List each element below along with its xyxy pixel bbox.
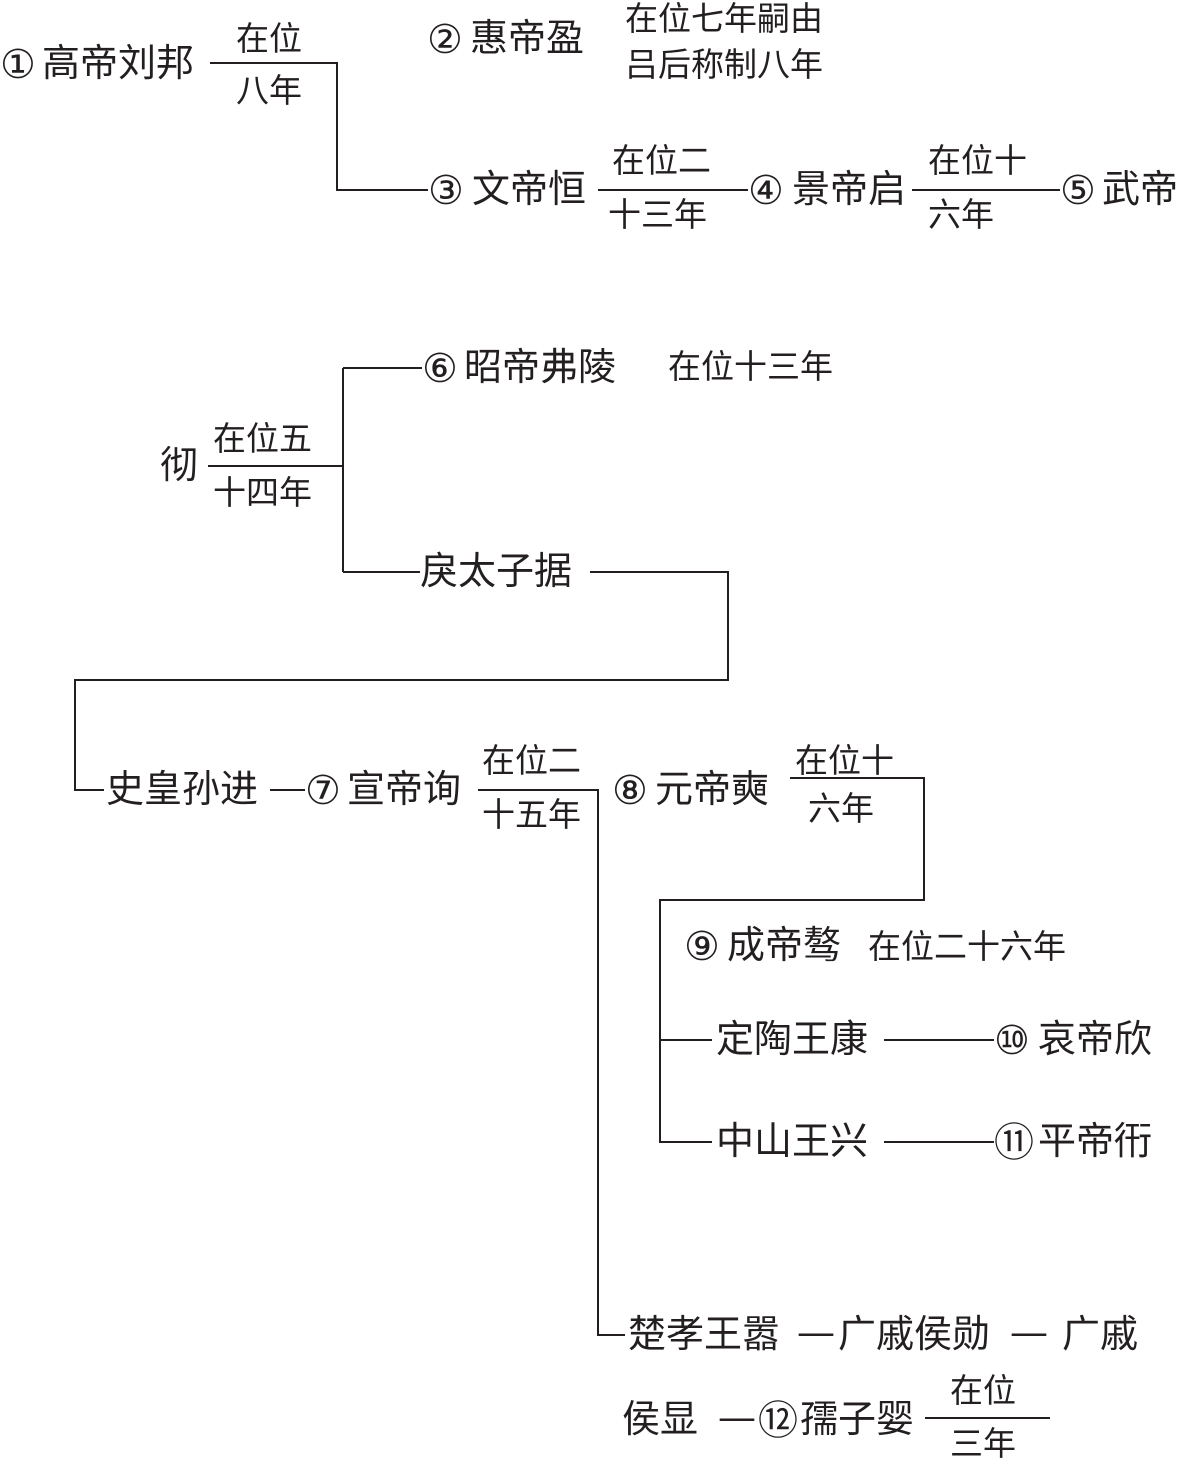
name-pingdi: 平帝衎 xyxy=(1038,1119,1152,1163)
name-shihuangsun: 史皇孙进 xyxy=(106,767,258,811)
name-zhaodi: 昭帝弗陵 xyxy=(464,345,616,389)
reign-che-top: 在位五 xyxy=(213,419,312,458)
connector-lines xyxy=(74,62,1060,1419)
num-pingdi: ⑪ xyxy=(994,1120,1034,1166)
connector-xuandi-descendants xyxy=(478,789,625,1336)
reign-xuandi-top: 在位二 xyxy=(482,741,581,780)
connector-yuandi-sons xyxy=(659,777,925,1143)
num-gaodi: ① xyxy=(0,42,36,88)
name-guangqi1: 广戚侯勋 xyxy=(838,1312,990,1356)
reign-gaodi-bottom: 八年 xyxy=(236,71,302,110)
reign-yuandi-bottom: 六年 xyxy=(808,789,874,828)
name-zhongshan: 中山王兴 xyxy=(716,1119,868,1163)
reign-che-bottom: 十四年 xyxy=(213,473,312,512)
num-huidi: ② xyxy=(427,17,463,63)
name-gaodi: 高帝刘邦 xyxy=(42,41,194,85)
reign-huidi-line2: 吕后称制八年 xyxy=(625,45,823,84)
connector-che-sons xyxy=(208,367,422,573)
reign-huidi-line1: 在位七年嗣由 xyxy=(625,0,823,38)
name-ruzi: 孺子婴 xyxy=(800,1397,914,1441)
num-wudi: ⑤ xyxy=(1060,168,1096,214)
reign-chengdi: 在位二十六年 xyxy=(868,927,1066,966)
name-huidi: 惠帝盈 xyxy=(470,16,584,60)
name-aidi: 哀帝欣 xyxy=(1038,1017,1152,1061)
reign-yuandi-top: 在位十 xyxy=(795,741,894,780)
dash-chuxiao-guangqi1: — xyxy=(797,1310,835,1354)
name-yuandi: 元帝奭 xyxy=(655,767,769,811)
name-xuandi: 宣帝询 xyxy=(347,767,461,811)
reign-xuandi-bottom: 十五年 xyxy=(482,795,581,834)
name-lijuzi: 戾太子据 xyxy=(420,549,572,593)
dash-houxian-ruzi: — xyxy=(718,1395,756,1439)
name-guangqi2: 广戚 xyxy=(1062,1312,1138,1356)
name-houxian: 侯显 xyxy=(622,1397,698,1441)
num-ruzi: ⑫ xyxy=(758,1398,798,1444)
num-yuandi: ⑧ xyxy=(612,768,648,814)
reign-jingdi-bottom: 六年 xyxy=(928,195,994,234)
name-chuxiao: 楚孝王嚣 xyxy=(628,1312,780,1356)
name-che: 彻 xyxy=(160,443,198,487)
name-wendi: 文帝恒 xyxy=(472,167,586,211)
num-jingdi: ④ xyxy=(748,168,784,214)
connector-gaodi-wendi xyxy=(210,62,428,191)
num-wendi: ③ xyxy=(428,168,464,214)
dash-guangqi1-guangqi2: — xyxy=(1010,1310,1048,1354)
num-chengdi: ⑨ xyxy=(684,924,720,970)
num-xuandi: ⑦ xyxy=(305,768,341,814)
name-jingdi: 景帝启 xyxy=(792,167,906,211)
name-dingtao: 定陶王康 xyxy=(716,1017,868,1061)
name-wudi: 武帝 xyxy=(1102,167,1178,211)
reign-jingdi-top: 在位十 xyxy=(928,141,1027,180)
reign-ruzi-top: 在位 xyxy=(950,1371,1016,1410)
reign-ruzi-bottom: 三年 xyxy=(950,1424,1016,1462)
num-zhaodi: ⑥ xyxy=(422,346,458,392)
reign-zhaodi: 在位十三年 xyxy=(668,347,833,386)
name-chengdi: 成帝骜 xyxy=(727,923,841,967)
reign-wendi-top: 在位二 xyxy=(612,141,711,180)
reign-wendi-bottom: 十三年 xyxy=(608,195,707,234)
num-aidi: ⑩ xyxy=(994,1018,1030,1064)
connector-lijuzi-shihuangsun xyxy=(74,571,729,791)
reign-gaodi-top: 在位 xyxy=(236,19,302,58)
